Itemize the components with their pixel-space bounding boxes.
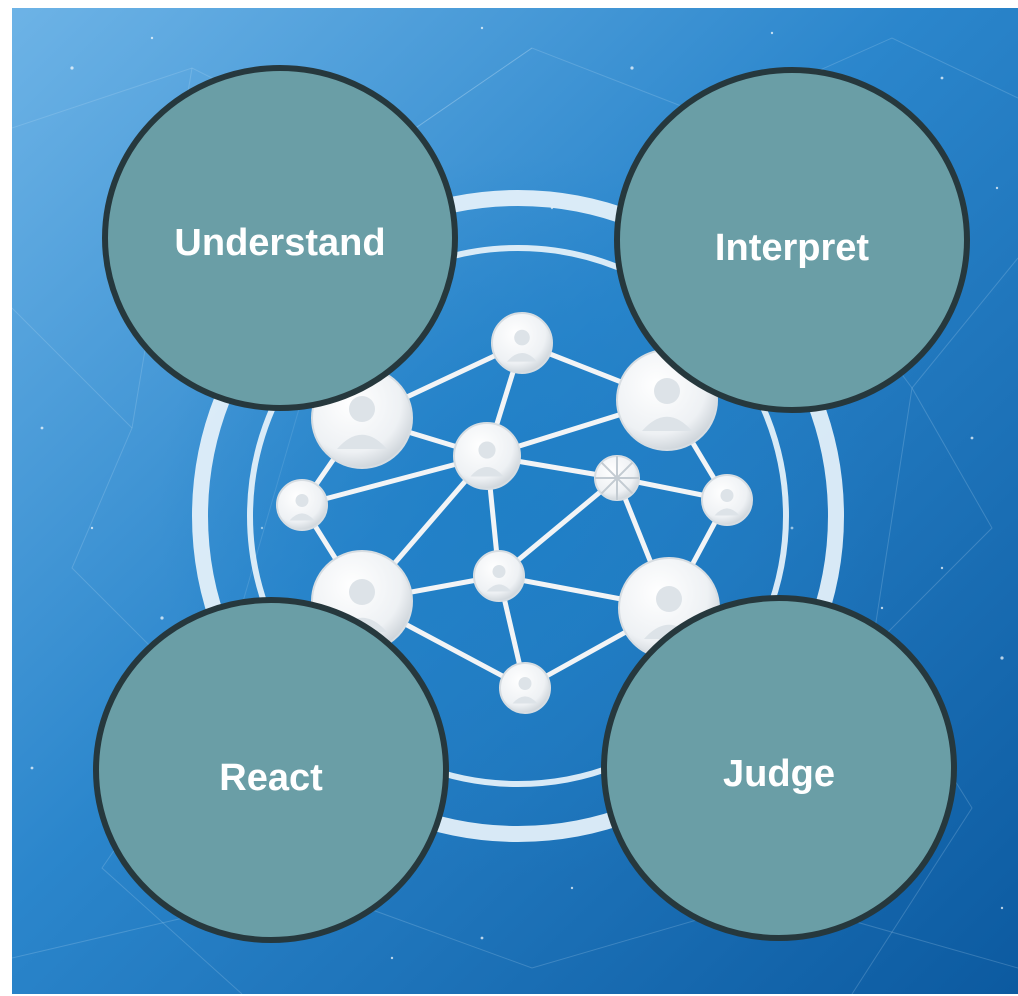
person-icon — [276, 479, 328, 531]
bubble-interpret-label: Interpret — [715, 227, 869, 269]
bubble-react: React — [93, 597, 449, 943]
person-icon — [701, 474, 753, 526]
person-icon — [473, 550, 525, 602]
bubble-judge-label: Judge — [723, 753, 835, 795]
bubble-interpret: Interpret — [614, 67, 970, 413]
bubble-judge-circle — [601, 595, 957, 941]
bubble-react-label: React — [219, 757, 323, 799]
bubble-react-circle — [93, 597, 449, 943]
person-icon — [491, 312, 553, 374]
bubble-understand-circle — [102, 65, 458, 411]
person-icon — [499, 662, 551, 714]
bubble-understand: Understand — [102, 65, 458, 411]
bubble-interpret-circle — [614, 67, 970, 413]
hub-rings — [192, 190, 844, 842]
bubble-judge: Judge — [601, 595, 957, 941]
person-icon — [453, 422, 521, 490]
person-icon — [594, 455, 640, 501]
bubble-understand-label: Understand — [174, 222, 385, 264]
